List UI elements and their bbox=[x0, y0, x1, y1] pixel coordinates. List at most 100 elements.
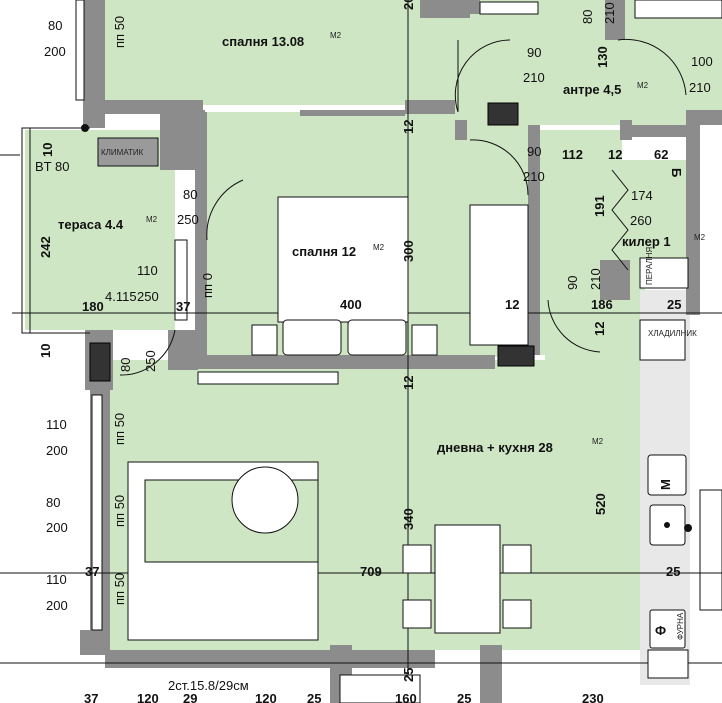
dim-window4-sill: пп 50 bbox=[112, 573, 127, 605]
corner-dot-1 bbox=[81, 124, 89, 132]
chair-4 bbox=[502, 599, 532, 629]
dim-closet-door-width: 90 bbox=[565, 276, 580, 290]
dim-520: 520 bbox=[593, 493, 608, 515]
dim-b29: 29 bbox=[183, 691, 197, 703]
dim-window4-height: 200 bbox=[46, 598, 68, 613]
dim-pp0: пп 0 bbox=[200, 273, 215, 298]
room-label-hall: антре 4,5 bbox=[563, 82, 621, 97]
dim-window2-height: 200 bbox=[46, 443, 68, 458]
chair-2 bbox=[402, 599, 432, 629]
dim-window2-width: 110 bbox=[46, 417, 67, 432]
dim-25b: 25 bbox=[666, 564, 680, 579]
bedroom1-floor bbox=[105, 0, 417, 105]
phi-label: Ф bbox=[655, 623, 666, 638]
dim-door-80: 80 bbox=[118, 358, 133, 372]
fridge bbox=[639, 319, 686, 361]
room-unit-hall: M2 bbox=[637, 81, 649, 90]
chair-1 bbox=[402, 544, 432, 574]
dim-4115: 4.115 bbox=[105, 289, 137, 304]
dim-bt-80: 80 bbox=[55, 159, 69, 174]
bt-label: BT bbox=[35, 159, 52, 174]
fridge-label: ХЛАДИЛНИК bbox=[648, 329, 697, 338]
dim-62: 62 bbox=[654, 147, 668, 162]
pillow-right bbox=[347, 319, 407, 356]
dim-b25b: 25 bbox=[457, 691, 471, 703]
room-label-terrace: тераса 4.4 bbox=[58, 217, 124, 232]
dim-250: 250 bbox=[137, 289, 159, 304]
bed bbox=[277, 196, 409, 323]
dim-door-250: 250 bbox=[143, 350, 158, 372]
room-label-bedroom1: спалня 13.08 bbox=[222, 34, 304, 49]
dim-b230: 230 bbox=[582, 691, 604, 703]
door-swings bbox=[119, 38, 687, 376]
dim-12a: 12 bbox=[505, 297, 519, 312]
dim-25c: 25 bbox=[401, 668, 416, 682]
room-unit-closet: M2 bbox=[694, 233, 706, 242]
sink-drain bbox=[664, 522, 670, 528]
shelf-top bbox=[479, 1, 539, 15]
dim-12e: 12 bbox=[608, 147, 622, 162]
dim-window4-width: 110 bbox=[46, 572, 67, 587]
dim-10b: 10 bbox=[38, 344, 53, 358]
chair-3 bbox=[502, 544, 532, 574]
stairs-label: 2ст.15.8/29см bbox=[168, 678, 249, 693]
windows bbox=[75, 0, 722, 631]
m-label: M bbox=[658, 479, 673, 490]
dim-bath-door-height: 210 bbox=[689, 80, 711, 95]
dim-186: 186 bbox=[591, 297, 613, 312]
dim-130: 130 bbox=[595, 46, 610, 68]
dim-closet-door-height: 210 bbox=[588, 268, 603, 290]
dim-window3-width: 80 bbox=[46, 495, 60, 510]
coffee-table bbox=[231, 466, 299, 534]
nightstand-right bbox=[411, 324, 438, 356]
hob bbox=[647, 454, 687, 496]
room-unit-living: M2 bbox=[592, 437, 604, 446]
room-unit-bedroom1: M2 bbox=[330, 31, 342, 40]
dim-25a: 25 bbox=[667, 297, 681, 312]
room-unit-bedroom2: M2 bbox=[373, 243, 385, 252]
room-label-closet: килер 1 bbox=[622, 234, 671, 249]
dim-37b: 37 bbox=[85, 564, 99, 579]
dim-window-width: 80 bbox=[48, 18, 62, 33]
dim-180: 180 bbox=[82, 299, 104, 314]
dim-112: 112 bbox=[562, 147, 583, 162]
dim-400: 400 bbox=[340, 297, 362, 312]
oven-label: ФУРНА bbox=[676, 612, 685, 640]
dim-terrace-door-width: 80 bbox=[183, 187, 197, 202]
dim-bath-door-width: 100 bbox=[691, 54, 713, 69]
dim-door-height: 210 bbox=[523, 70, 545, 85]
dim-12b: 12 bbox=[401, 120, 416, 134]
dim-20: 20 bbox=[401, 0, 416, 10]
bath-fixture bbox=[634, 0, 722, 19]
dim-191: 191 bbox=[592, 195, 607, 217]
b-label: Б bbox=[669, 168, 684, 177]
dim-709: 709 bbox=[360, 564, 382, 579]
stove-top bbox=[647, 649, 689, 679]
nightstand-left bbox=[251, 324, 278, 356]
dim-10a: 10 bbox=[40, 143, 55, 157]
terrace-railing bbox=[21, 127, 90, 334]
oven bbox=[649, 609, 686, 649]
dim-340: 340 bbox=[401, 508, 416, 530]
stairs bbox=[339, 674, 421, 703]
dim-242: 242 bbox=[38, 236, 53, 258]
dim-37a: 37 bbox=[176, 299, 190, 314]
dim-door-width: 90 bbox=[527, 45, 541, 60]
pillow-left bbox=[282, 319, 342, 356]
dim-b160: 160 bbox=[395, 691, 417, 703]
dim-260: 260 bbox=[630, 213, 652, 228]
room-label-living: дневна + кухня 28 bbox=[437, 440, 553, 455]
room-label-bedroom2: спалня 12 bbox=[292, 244, 356, 259]
shafts bbox=[89, 102, 535, 382]
dim-12c: 12 bbox=[401, 376, 416, 390]
tv-stand bbox=[197, 371, 339, 385]
dining-table bbox=[434, 524, 501, 634]
dim-110: 110 bbox=[137, 263, 158, 278]
dim-hall-door-height: 210 bbox=[523, 169, 545, 184]
dim-b120a: 120 bbox=[137, 691, 159, 703]
corner-dot-2 bbox=[684, 524, 692, 532]
dim-b37: 37 bbox=[84, 691, 98, 703]
dim-174: 174 bbox=[631, 188, 653, 203]
aircon-unit bbox=[97, 137, 159, 167]
dim-300: 300 bbox=[401, 240, 416, 262]
